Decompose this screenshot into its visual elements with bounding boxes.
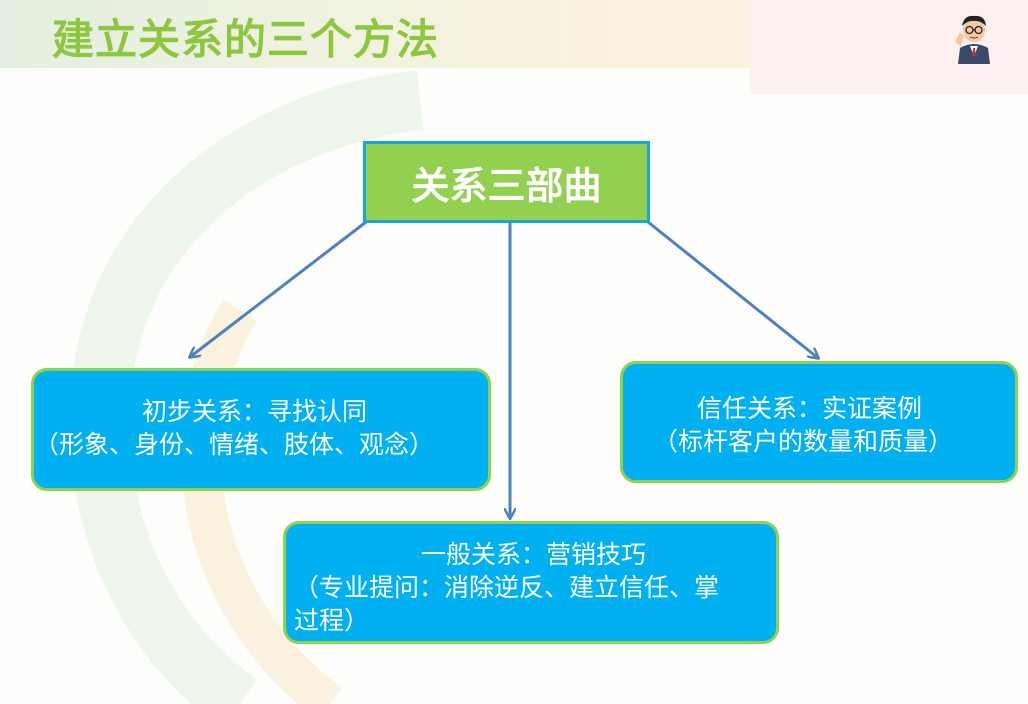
root-node-label: 关系三部曲 <box>411 163 602 208</box>
presenter-avatar-icon <box>955 15 990 64</box>
node-initial-relationship: 初步关系：寻找认同 （形象、身份、情绪、肢体、观念） <box>31 368 491 491</box>
node-trust-relationship: 信任关系：实证案例 （标杆客户的数量和质量） <box>620 361 1018 483</box>
node-general-line1: 一般关系：营销技巧 <box>421 540 647 569</box>
node-trust-line1: 信任关系：实证案例 <box>697 394 923 423</box>
root-node: 关系三部曲 <box>363 141 650 223</box>
node-initial-line2: （形象、身份、情绪、肢体、观念） <box>34 430 435 459</box>
arrow-to-trust <box>647 220 818 358</box>
node-initial-line1: 初步关系：寻找认同 <box>142 397 368 426</box>
arrow-to-initial <box>190 220 367 357</box>
node-general-line3: 过程） <box>294 606 370 635</box>
slide-title: 建立关系的三个方法 <box>52 15 440 64</box>
node-general-relationship: 一般关系：营销技巧 （专业提问：消除逆反、建立信任、掌 过程） <box>283 521 779 644</box>
node-trust-line2: （标杆客户的数量和质量） <box>653 427 954 456</box>
node-general-line2: （专业提问：消除逆反、建立信任、掌 <box>294 573 720 602</box>
